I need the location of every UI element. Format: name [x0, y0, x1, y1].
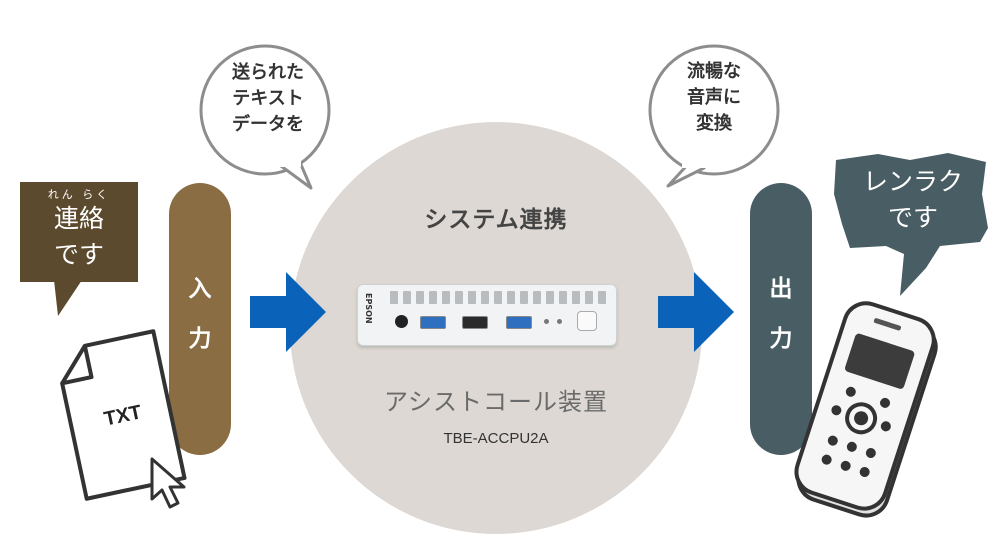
led-indicator	[557, 319, 562, 324]
device-vent	[533, 291, 541, 304]
device-vent	[416, 291, 424, 304]
output-bubble-text: レンラク です	[838, 164, 988, 236]
output-message-bubble	[834, 153, 988, 296]
device-button	[577, 311, 597, 331]
input-thought-bubble	[199, 44, 331, 190]
device-vent	[468, 291, 476, 304]
input-thought-text: 送られた テキスト データを	[198, 60, 338, 138]
device-vent	[572, 291, 580, 304]
output-thought-line: 流暢な	[687, 61, 741, 82]
led-indicator	[544, 319, 549, 324]
device-vent	[494, 291, 502, 304]
device-vent	[520, 291, 528, 304]
device-vent	[442, 291, 450, 304]
device-brand-logo: EPSON	[364, 293, 373, 324]
device-vent	[559, 291, 567, 304]
output-pill-char: 力	[769, 326, 793, 352]
output-thought-line: 変換	[696, 113, 732, 134]
device-vent	[481, 291, 489, 304]
power-jack	[395, 315, 408, 328]
input-bubble-tail	[54, 280, 82, 316]
input-thought-line: データを	[232, 114, 304, 135]
output-thought-text: 流暢な 音声に 変換	[644, 59, 784, 137]
output-pill-char: 出	[769, 276, 793, 302]
input-thought-line: 送られた	[232, 62, 304, 83]
device-name: アシストコール装置	[383, 388, 609, 416]
usb-port-blue	[420, 316, 446, 329]
usb-port-black	[462, 316, 488, 329]
input-bubble-line: です	[53, 240, 104, 269]
input-pill-char: 入	[188, 276, 212, 302]
input-bubble-line: 連絡	[53, 204, 104, 233]
device-vent	[546, 291, 554, 304]
mouse-cursor-icon	[150, 457, 186, 509]
usb-port-blue	[506, 316, 532, 329]
device-vent	[598, 291, 606, 304]
device-vent	[429, 291, 437, 304]
input-pill: 入 力	[169, 183, 231, 455]
input-message-bubble: れん らく 連絡 です	[20, 182, 138, 282]
device-vent	[585, 291, 593, 304]
device-model: TBE-ACCPU2A	[443, 430, 549, 447]
furigana-text: れん らく	[47, 188, 111, 201]
arrow-right-icon	[250, 272, 326, 352]
assist-call-device: EPSON	[357, 284, 617, 346]
output-thought-line: 音声に	[687, 87, 741, 108]
input-pill-char: 力	[188, 326, 212, 352]
system-title: システム連携	[424, 207, 568, 233]
device-vent	[455, 291, 463, 304]
output-bubble-line: レンラク	[862, 167, 963, 196]
arrow-right-icon	[658, 272, 734, 352]
output-bubble-line: です	[887, 203, 938, 232]
device-vent	[507, 291, 515, 304]
device-vent	[390, 291, 398, 304]
text-file-icon	[60, 329, 187, 501]
handset-phone-icon	[794, 301, 938, 518]
output-pill: 出 力	[750, 183, 812, 455]
input-thought-line: テキスト	[232, 88, 304, 109]
output-thought-bubble	[648, 44, 780, 188]
device-vent	[403, 291, 411, 304]
